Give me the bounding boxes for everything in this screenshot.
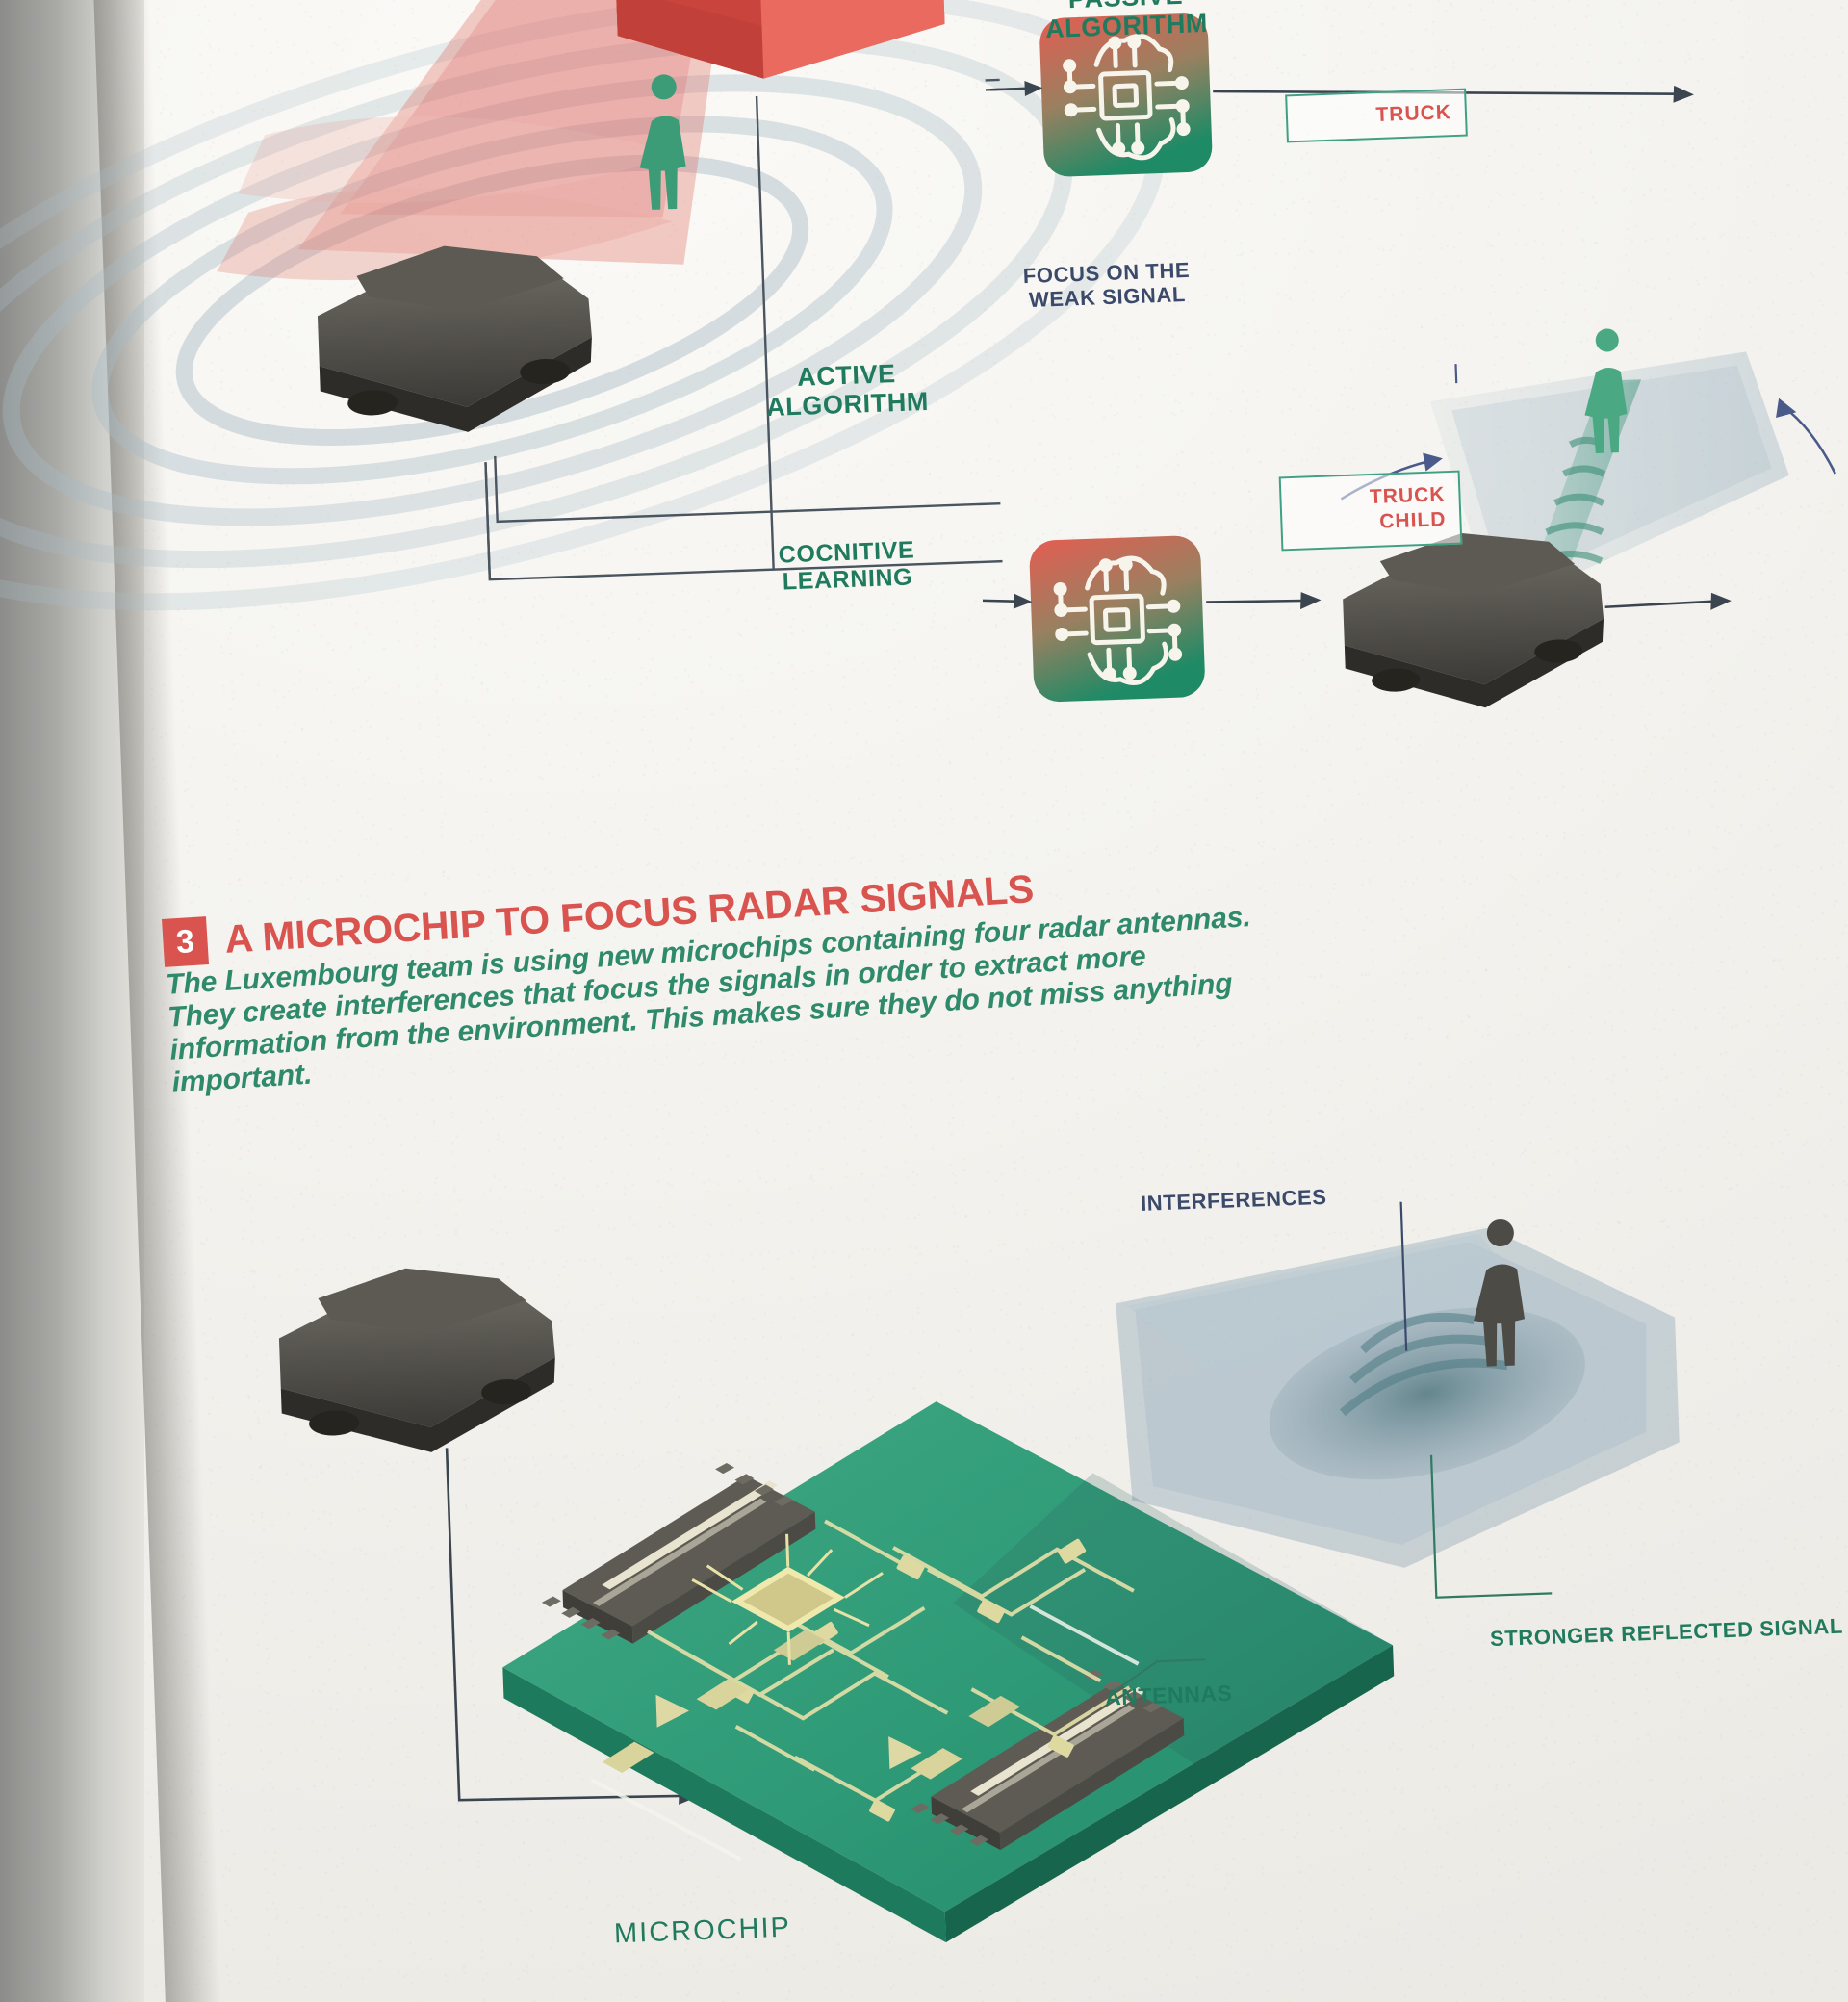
passive-chip-icon [1040,13,1213,177]
stronger-reflected-signal-label: STRONGER REFLECTED SIGNAL [1489,1613,1844,1652]
passive-algorithm-label: PASSIVE ALGORITHM [1044,0,1209,44]
active-algorithm-label: ACTIVE ALGORITHM [765,359,930,423]
board-components [602,1630,1021,1780]
result-box-truck: TRUCK [1285,88,1468,143]
microchip-board [502,1401,1395,1943]
focus-pointer-arrows [1340,398,1836,500]
pedestrian-section3 [1474,1219,1526,1367]
arrow-car-to-result [1604,592,1732,610]
section2-scene [0,0,1836,708]
arrow-to-active [982,593,1033,609]
arrow-active-to-car [1206,592,1322,610]
radar-field-section3 [1116,1219,1680,1568]
stronger-leader [1429,1454,1553,1599]
flow-connectors [484,78,1003,581]
radar-rings [0,0,1167,611]
antennas-leader [1110,1658,1206,1695]
interferences-label: INTERFERENCES [1140,1184,1328,1216]
result-line: CHILD [1378,508,1447,533]
result-line: TRUCK [1375,101,1452,127]
active-chip-icon [1029,535,1205,703]
pedestrian-green [639,74,686,210]
focus-weak-signal-label: FOCUS ON THE WEAK SIGNAL [1022,257,1191,312]
section3-scene [278,1201,1680,1943]
microchip-label: MICROCHIP [613,1912,792,1950]
arrow-to-passive [989,81,1043,96]
result-line: TRUCK [1369,483,1446,509]
truck-occlusion-beam [217,0,731,281]
focus-leader-line [1454,364,1458,384]
circuit-traces [647,1519,1135,1803]
dark-car-lower [1343,533,1604,708]
pedestrian-in-beam [1584,328,1628,453]
dark-car-upper [317,245,592,432]
section3-number-badge: 3 [162,916,210,967]
section3-leaders [1399,1201,1408,1351]
central-die [691,1533,884,1665]
red-truck [613,0,945,79]
silkscreen [590,1604,1140,1861]
result-box-truck-child: TRUCK CHILD [1278,470,1463,551]
dark-car-section3 [278,1268,555,1452]
cognitive-learning-label: COCNITIVE LEARNING [778,536,915,596]
antennas-label: ANTENNAS [1104,1680,1234,1710]
